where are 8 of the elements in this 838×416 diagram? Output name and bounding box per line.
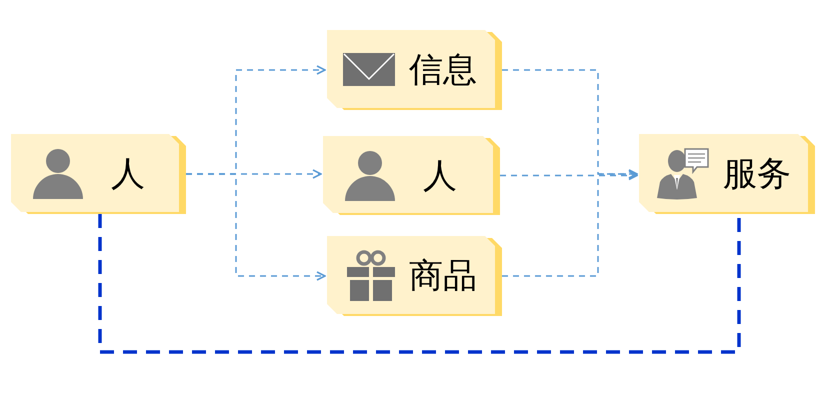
- node-label: 人: [423, 158, 457, 192]
- node-label: 商品: [409, 259, 477, 293]
- arrow: [500, 170, 638, 180]
- node-label: 信息: [409, 53, 477, 87]
- arrow: [502, 169, 638, 277]
- node-label: 人: [111, 157, 145, 191]
- arrow: [186, 173, 326, 281]
- node-label: 服务: [723, 157, 791, 191]
